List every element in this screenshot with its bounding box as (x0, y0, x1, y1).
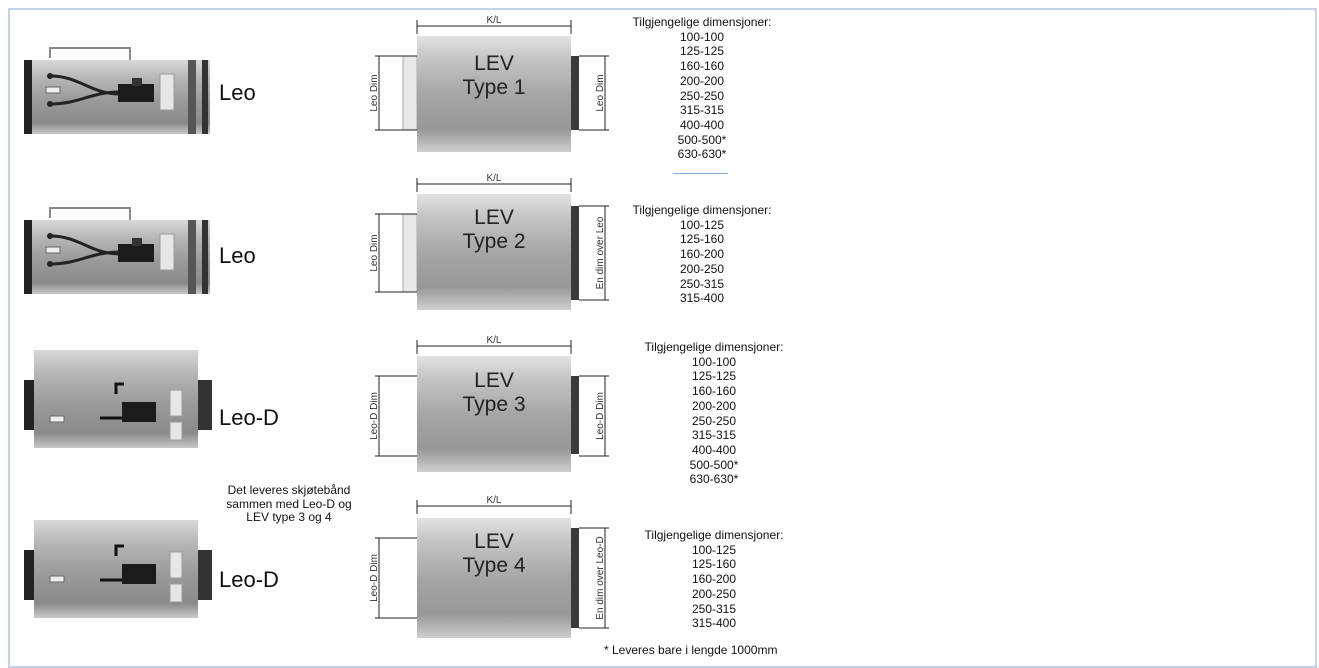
separator-line (673, 173, 728, 174)
leo-unit-image (24, 207, 210, 294)
dimension-item: 125-160 (679, 232, 725, 247)
lev-type-diagram: K/L Leo Dim En dim over Leo LEV Type 2 (369, 173, 609, 310)
dimension-item: 125-125 (691, 369, 737, 384)
left-dim-label: Leo-D Dim (369, 554, 380, 602)
lev-type-label: Type 3 (462, 393, 525, 416)
length-label: K/L (486, 335, 501, 346)
right-dim-label: En dim over Leo (595, 216, 606, 289)
right-dim-label: Leo-D Dim (595, 392, 606, 440)
delivery-note: Det leveres skjøtebånd sammen med Leo-D … (218, 483, 360, 525)
length-label: K/L (486, 15, 501, 26)
leo-d-unit-image (24, 350, 212, 448)
right-dim-label: En dim over Leo-D (595, 536, 606, 619)
dimensions-list: Tilgjengelige dimensjoner: 100-125 125-1… (624, 528, 804, 631)
dimension-item: 250-250 (691, 413, 737, 428)
note-line: LEV type 3 og 4 (246, 510, 332, 524)
dimension-item: 500-500* (689, 457, 739, 472)
dimensions-list: Tilgjengelige dimensjoner: 100-125 125-1… (612, 203, 792, 306)
unit-label: Leo (219, 243, 256, 268)
dimension-item: 630-630* (689, 472, 739, 487)
dimension-item: 125-125 (679, 44, 725, 59)
dimension-item: 160-160 (691, 384, 737, 399)
dimension-item: 160-200 (691, 572, 737, 587)
dimension-item: 250-315 (679, 276, 725, 291)
lev-type-label: Type 4 (462, 554, 525, 577)
dimension-item: 160-160 (679, 59, 725, 74)
lev-label: LEV (474, 369, 514, 392)
dimension-item: 100-125 (691, 542, 737, 557)
dimensions-title: Tilgjengelige dimensjoner: (644, 528, 784, 542)
lev-type-diagram: K/L Leo-D Dim En dim over Leo-D LEV Type… (369, 495, 609, 638)
left-dim-label: Leo Dim (369, 234, 380, 271)
lev-label: LEV (474, 530, 514, 553)
dimensions-title: Tilgjengelige dimensjoner: (644, 340, 784, 354)
dimension-item: 500-500* (677, 132, 727, 147)
right-dim-label: Leo Dim (595, 74, 606, 111)
dimensions-list: Tilgjengelige dimensjoner: 100-100 125-1… (612, 15, 792, 162)
note-line: Det leveres skjøtebånd (227, 483, 351, 497)
footnote: * Leveres bare i lengde 1000mm (604, 643, 778, 657)
dimension-item: 250-250 (679, 88, 725, 103)
length-label: K/L (486, 173, 501, 184)
dimension-item: 160-200 (679, 247, 725, 262)
dimension-item: 100-125 (679, 217, 725, 232)
dimension-item: 315-400 (679, 291, 725, 306)
lev-type-label: Type 1 (462, 76, 525, 99)
dimensions-title: Tilgjengelige dimensjoner: (632, 15, 772, 29)
dimension-item: 400-400 (679, 117, 725, 132)
dimension-item: 630-630* (677, 147, 727, 162)
unit-label: Leo-D (219, 405, 279, 430)
unit-label: Leo-D (219, 567, 279, 592)
lev-label: LEV (474, 206, 514, 229)
dimension-item: 125-160 (691, 557, 737, 572)
left-dim-label: Leo-D Dim (369, 392, 380, 440)
dimension-item: 200-250 (679, 261, 725, 276)
dimension-item: 315-400 (691, 616, 737, 631)
dimension-item: 200-200 (679, 73, 725, 88)
dimension-item: 200-250 (691, 586, 737, 601)
lev-type-label: Type 2 (462, 230, 525, 253)
dimension-item: 100-100 (679, 29, 725, 44)
length-label: K/L (486, 495, 501, 506)
dimension-item: 250-315 (691, 601, 737, 616)
left-dim-label: Leo Dim (369, 74, 380, 111)
dimensions-list: Tilgjengelige dimensjoner: 100-100 125-1… (624, 340, 804, 487)
lev-type-diagram: K/L Leo-D Dim Leo-D Dim LEV Type 3 (369, 335, 609, 472)
leo-unit-image (24, 47, 210, 134)
dimension-item: 200-200 (691, 398, 737, 413)
dimension-item: 315-315 (691, 428, 737, 443)
dimension-item: 315-315 (679, 103, 725, 118)
dimension-item: 400-400 (691, 442, 737, 457)
dimension-item: 100-100 (691, 354, 737, 369)
note-line: sammen med Leo-D og (226, 496, 352, 511)
dimensions-title: Tilgjengelige dimensjoner: (632, 203, 772, 217)
unit-label: Leo (219, 80, 256, 105)
leo-d-unit-image (24, 520, 212, 618)
lev-label: LEV (474, 52, 514, 75)
lev-type-diagram: K/L Leo Dim Leo Dim LEV Type 1 (369, 15, 609, 152)
